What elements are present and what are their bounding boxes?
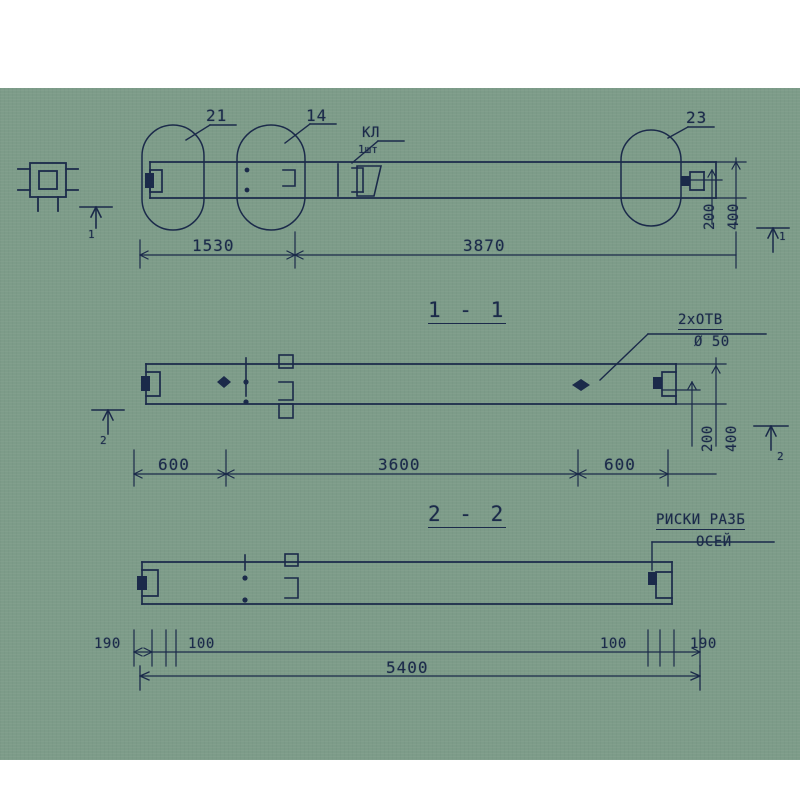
dim-3600: 3600 [378,455,421,474]
section-1-1-horizontal-dim-chain [133,449,717,487]
callout-leader-23 [667,126,715,139]
top-plan-embed-marks [244,163,364,197]
callout-leader-2xotv [599,333,767,381]
callout-label-14: 14 [306,106,328,125]
dim-400-top: 400 [726,203,742,230]
dim-190-right: 190 [690,636,717,652]
section-2-2-embed-marks [242,553,299,603]
dim-total-5400: 5400 [386,658,429,677]
hole-note-count: 2хОТВ [678,312,723,330]
axis-note-riski-text: РИСКИ РАЗБ [656,512,746,530]
view-title-1-1: 1 - 1 [428,298,507,324]
section-mark-1-right [756,226,790,253]
section-2-2-horizontal-dim-chain [133,629,701,667]
section-mark-label-2-left: 2 [100,434,107,447]
section-2-2-right-end-plate [648,571,673,599]
callout-leader-21 [185,124,237,141]
section-mark-label-2-right: 2 [777,450,784,463]
section-2-2-total-dim-line [139,665,701,691]
cross-section-detail [17,162,79,212]
top-plan-vertical-dim-lines [689,157,747,225]
top-plan-weld-wedge [356,165,383,197]
top-plan-beam-outline [149,161,717,199]
dim-600-left: 600 [158,455,190,474]
dim-400-mid: 400 [724,425,740,452]
hole-note-count-text: 2хОТВ [678,312,723,330]
hole-note-diameter: Ø 50 [694,334,730,350]
section-1-1-right-end-plate [653,371,677,397]
callout-leader-kl [351,140,405,164]
callout-label-21: 21 [206,106,228,125]
dim-100-right: 100 [600,636,627,652]
dim-200-top: 200 [702,203,718,230]
paper-background [0,88,800,760]
view-title-1-1-text: 1 - 1 [428,298,507,324]
section-mark-2-left [91,408,125,435]
section-mark-2-right [753,424,789,451]
dim-190-left: 190 [94,636,121,652]
top-plan-lifting-loop-2 [236,124,306,231]
dim-3870: 3870 [463,236,506,255]
section-mark-label-1-right: 1 [779,230,786,243]
top-plan-lifting-loop-3 [620,129,682,227]
section-1-1-left-end-plate [141,371,161,397]
dim-200-mid: 200 [700,425,716,452]
weld-note-qty: 1шт [358,143,378,156]
section-mark-label-1-detail: 1 [88,228,95,241]
callout-leader-riski [651,541,775,571]
axis-note-riski: РИСКИ РАЗБ [656,512,746,530]
axis-note-osei: ОСЕЙ [696,534,732,550]
view-title-2-2: 2 - 2 [428,502,507,528]
dim-100-left: 100 [188,636,215,652]
section-1-1-vertical-dim-lines [661,357,727,447]
view-title-2-2-text: 2 - 2 [428,502,507,528]
section-2-2-beam-outline [141,561,673,605]
top-plan-lifting-loop-1 [141,124,205,231]
top-plan-right-end-plate [681,171,705,191]
dim-600-right: 600 [604,455,636,474]
dim-1530: 1530 [192,236,235,255]
section-2-2-left-end-plate [137,569,159,597]
top-plan-left-end-plate [145,169,163,193]
callout-label-23: 23 [686,108,708,127]
section-1-1-embed-marks [217,354,590,419]
callout-leader-14 [284,123,337,144]
weld-note-kl: КЛ [362,125,380,141]
top-plan-horizontal-dim-chain [139,231,737,269]
section-mark-1-detail [79,205,113,229]
